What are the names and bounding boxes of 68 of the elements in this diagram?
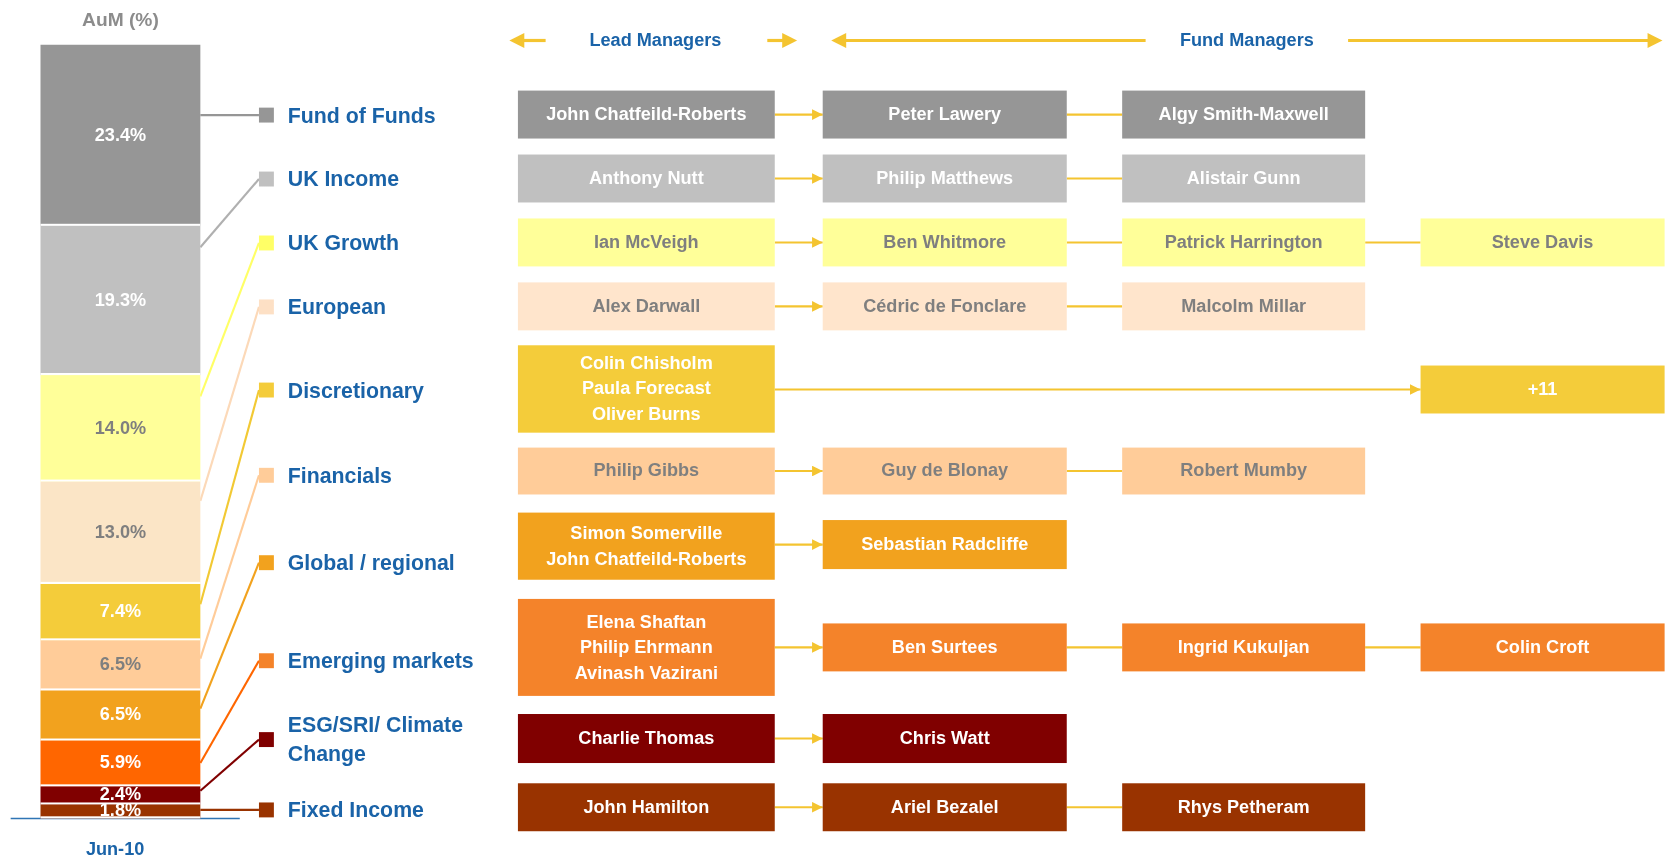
manager-box: Alex Darwall [517, 282, 775, 331]
leader-line [199, 660, 260, 764]
column-header: Lead Managers [589, 29, 722, 52]
bar-segment: 23.4% [40, 44, 201, 226]
arrow [774, 801, 823, 813]
arrow [774, 237, 823, 248]
connector-line [1365, 646, 1421, 649]
manager-box: Sebastian Radcliffe [822, 520, 1067, 570]
manager-box: Chris Watt [822, 714, 1067, 764]
leader-line [199, 562, 260, 710]
bar-segment: 2.4% [40, 786, 201, 805]
manager-box: Philip Gibbs [517, 447, 775, 495]
column-header: Fund Managers [1179, 29, 1314, 52]
axis-title: AuM (%) [82, 8, 159, 31]
leader-line [200, 808, 259, 811]
manager-box: John Hamilton [517, 783, 775, 832]
manager-box: Steve Davis [1420, 218, 1665, 267]
manager-box: Ian McVeigh [517, 218, 775, 267]
manager-box: Anthony Nutt [517, 154, 775, 203]
axis-label: Jun-10 [85, 838, 145, 860]
connector-line [1066, 241, 1123, 244]
bar-segment: 14.0% [40, 375, 201, 482]
manager-box: Colin Croft [1420, 623, 1665, 672]
manager-box: Rhys Petheram [1122, 783, 1366, 832]
arrow [774, 465, 823, 477]
manager-box: Ingrid Kukuljan [1122, 623, 1366, 672]
arrow [774, 539, 823, 550]
manager-box: Peter Lawery [822, 90, 1067, 139]
manager-box: Ben Whitmore [822, 218, 1067, 267]
manager-box: +11 [1420, 365, 1665, 414]
bar-segment: 6.5% [40, 640, 201, 691]
connector-line [1066, 305, 1123, 308]
leader-line [200, 114, 259, 117]
manager-box: Ben Surtees [822, 623, 1067, 672]
leader-line [199, 242, 260, 397]
arrow [774, 642, 823, 653]
manager-box: Alistair Gunn [1122, 154, 1366, 203]
manager-box: Charlie Thomas [517, 714, 775, 764]
manager-box: Patrick Harrington [1122, 218, 1366, 267]
arrow [774, 109, 823, 120]
manager-box: Algy Smith-Maxwell [1122, 90, 1366, 139]
bar-segment: 7.4% [40, 584, 201, 641]
connector-line [1365, 241, 1421, 244]
manager-box: John Chatfeild-Roberts [517, 90, 775, 139]
manager-box: Cédric de Fonclare [822, 282, 1067, 331]
arrow [774, 384, 1421, 395]
bar-segment: 5.9% [40, 740, 201, 787]
manager-box: Philip Matthews [822, 154, 1067, 203]
bar-segment: 13.0% [40, 481, 201, 584]
arrow [774, 301, 823, 312]
leader-line [199, 738, 260, 792]
connector-line [1066, 806, 1123, 809]
connector-line [1066, 646, 1123, 649]
manager-box: Colin Chisholm Paula Forecast Oliver Burns [517, 345, 775, 433]
connector-line [1066, 177, 1123, 180]
connector-line [1066, 469, 1123, 473]
manager-box: Malcolm Millar [1122, 282, 1366, 331]
manager-box: Guy de Blonay [822, 447, 1067, 495]
arrow [774, 733, 823, 744]
manager-box: Ariel Bezalel [822, 783, 1067, 832]
connector-line [1066, 113, 1123, 116]
manager-box: Simon Somerville John Chatfeild-Roberts [517, 512, 775, 580]
manager-box: Robert Mumby [1122, 447, 1366, 495]
arrow [774, 173, 823, 184]
bar-segment: 19.3% [40, 225, 201, 376]
manager-box: Elena Shaftan Philip Ehrmann Avinash Vazirani [517, 598, 775, 696]
leader-line [199, 178, 260, 248]
bar-segment: 6.5% [40, 690, 201, 741]
